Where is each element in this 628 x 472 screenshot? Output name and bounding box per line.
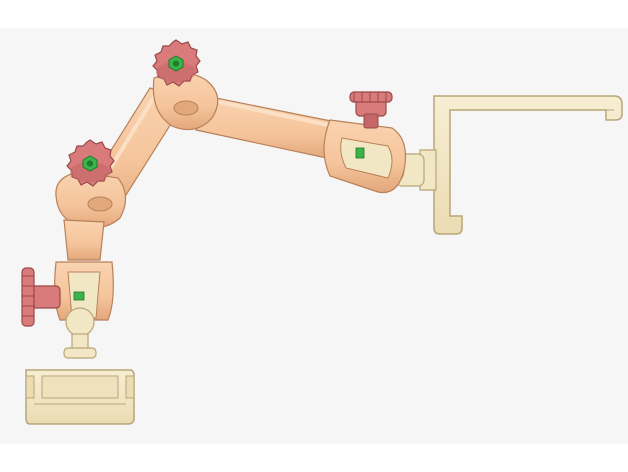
top-joint (152, 71, 219, 131)
lower-arm (63, 219, 105, 261)
middle-knob (66, 139, 115, 187)
middle-joint (55, 171, 127, 229)
end-knob (349, 91, 393, 129)
end-clevis (323, 119, 407, 194)
lower-pin (73, 291, 85, 301)
end-pin (355, 147, 365, 159)
lower-knob (21, 267, 61, 327)
ball-stud-lower (63, 307, 97, 359)
lower-clevis (54, 261, 114, 321)
top-knob (152, 39, 201, 87)
hook-bracket (419, 95, 623, 235)
base-clip (25, 369, 135, 425)
